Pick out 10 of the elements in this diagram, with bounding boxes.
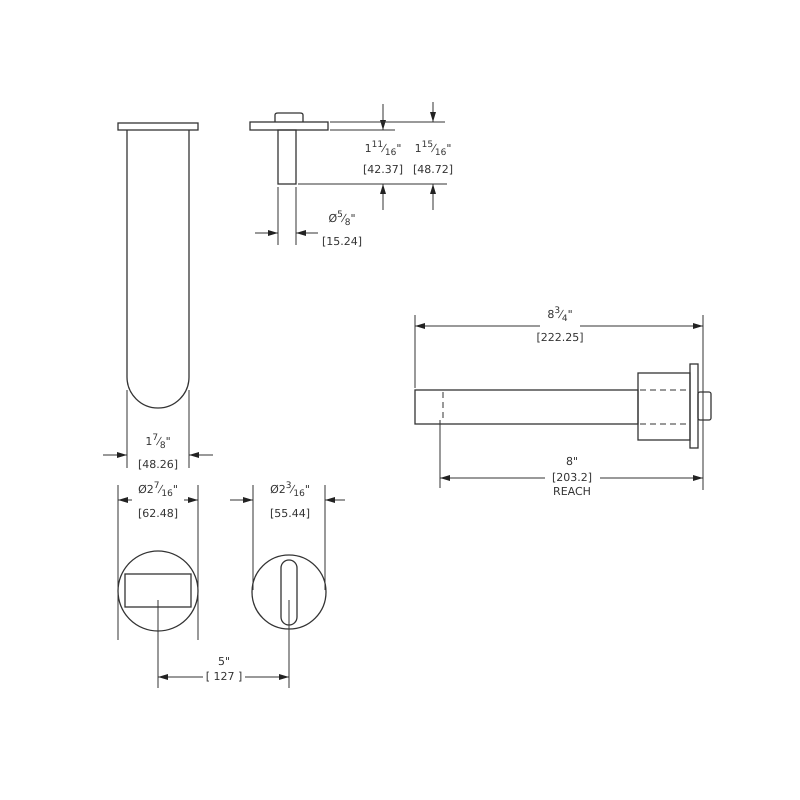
dimension-value: [203.2] — [550, 472, 594, 484]
dimension-value: [62.48] — [136, 508, 180, 520]
dimension-value: [48.26] — [136, 458, 180, 472]
dimension-value: [222.25] — [534, 332, 586, 344]
dimension-value: [ 127 ] — [204, 670, 244, 684]
dimension-value: [55.44] — [268, 508, 312, 520]
dimension-value: [15.24] — [320, 236, 364, 248]
dimension-caption: REACH — [551, 486, 593, 498]
dimension-value: [42.37] — [360, 164, 406, 176]
dimension-value: [48.72] — [410, 164, 456, 176]
